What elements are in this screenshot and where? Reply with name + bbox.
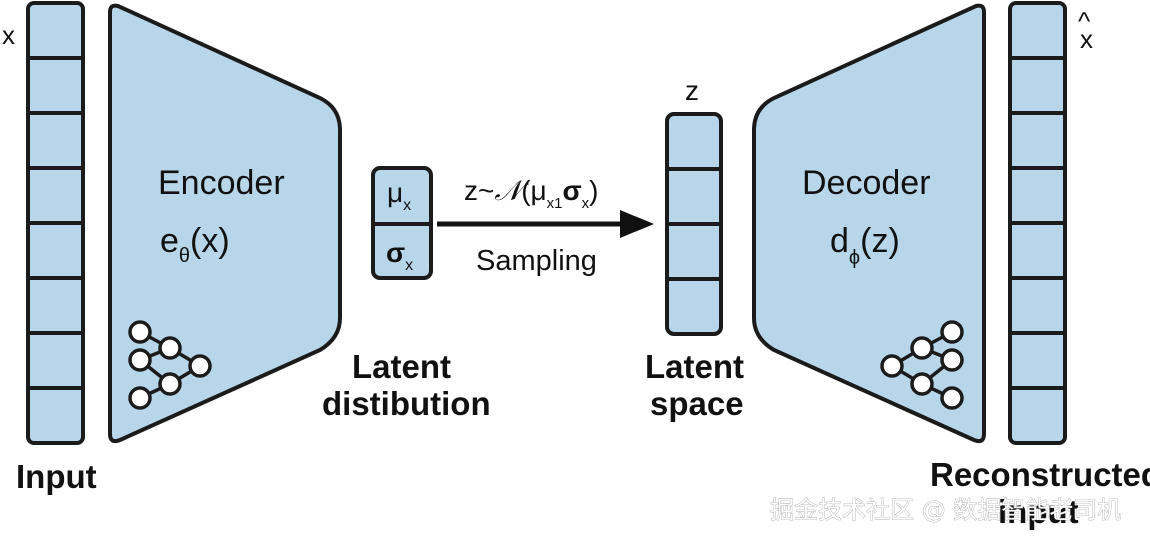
input-symbol: x (2, 20, 15, 50)
output-cell-dividers (1010, 56, 1065, 390)
sampling-arrow (437, 210, 654, 238)
encoder-network-icon (128, 320, 212, 410)
input-vector (26, 1, 85, 445)
output-label-2: input (998, 493, 1079, 530)
sampling-label: Sampling (476, 245, 597, 277)
output-hat: ^ (1078, 6, 1091, 36)
mu-symbol: μx (387, 177, 411, 214)
latent-space-symbol: z (685, 75, 699, 106)
latent-space-label-1: Latent (645, 348, 744, 385)
encoder-block (108, 3, 342, 444)
encoder-title: Encoder (158, 164, 285, 202)
encoder-function: eθ(x) (160, 222, 230, 267)
sampling-formula: z~𝒩(μx1σx) (464, 174, 598, 212)
decoder-network-icon (880, 320, 964, 410)
decoder-block (752, 3, 986, 444)
output-label-1: Reconstructed (930, 456, 1150, 493)
latent-space-label-2: space (650, 385, 744, 422)
latent-space-dividers (667, 167, 721, 281)
watermark: 掘金技术社区 @ 数据智能老司机 (770, 496, 1121, 524)
latent-space-vector (665, 112, 723, 336)
sigma-symbol: σx (386, 237, 413, 274)
input-cell-dividers (28, 56, 83, 390)
decoder-title: Decoder (802, 164, 931, 202)
output-symbol: x (1080, 24, 1093, 54)
decoder-function: dϕ(z) (830, 222, 900, 269)
latent-distribution-label-2: distibution (322, 385, 491, 422)
output-vector (1008, 1, 1067, 445)
latent-distribution-label-1: Latent (352, 348, 451, 385)
input-label: Input (16, 458, 97, 495)
latent-distribution-box (371, 166, 433, 280)
